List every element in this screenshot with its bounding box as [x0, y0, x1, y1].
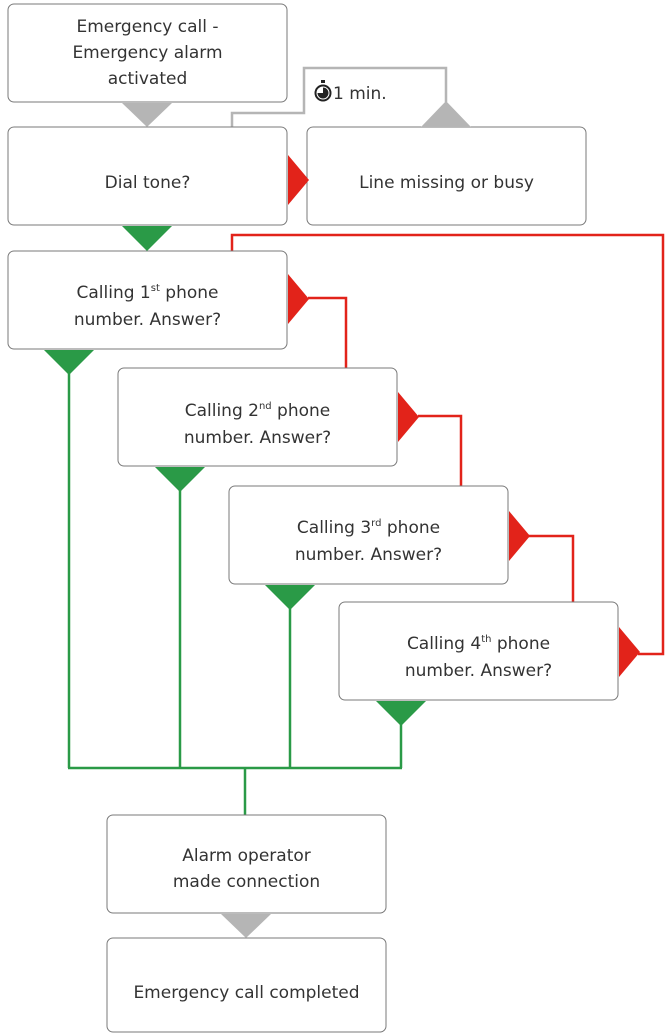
- arrow-call-2-answer: [155, 467, 205, 492]
- arrow-dialtone-no: [288, 155, 309, 205]
- node-calling-3: Calling 3rd phone number. Answer?: [228, 485, 509, 585]
- node-emergency-call: Emergency call - Emergency alarm activat…: [7, 3, 288, 103]
- node-calling-4-line-1: Calling 4th phone: [407, 634, 550, 654]
- retry-all-line: [230, 233, 665, 656]
- node-alarm-operator-line-2: made connection: [173, 872, 320, 892]
- node-alarm-operator-line-1: Alarm operator: [182, 846, 311, 866]
- node-call-completed-label: Emergency call completed: [133, 983, 359, 1003]
- arrow-dialtone-yes: [122, 226, 172, 251]
- arrow-retry-to-line-missing: [421, 101, 471, 127]
- node-alarm-operator: Alarm operator made connection: [106, 814, 387, 914]
- node-calling-2: Calling 2nd phone number. Answer?: [117, 367, 398, 467]
- node-emergency-call-line-2: Emergency alarm: [72, 43, 222, 63]
- no-answer-line-1: [308, 296, 348, 368]
- node-call-completed: Emergency call completed: [106, 937, 387, 1033]
- retry-loop-line: [230, 66, 448, 128]
- no-answer-line-3: [528, 534, 575, 602]
- timer-label: 1 min.: [333, 84, 387, 104]
- node-dial-tone: Dial tone?: [7, 126, 288, 226]
- arrow-operator-to-completed: [221, 914, 271, 938]
- arrow-call-1-no-answer: [288, 274, 309, 324]
- node-calling-2-line-2: number. Answer?: [184, 428, 331, 448]
- node-calling-1-line-1: Calling 1st phone: [77, 283, 219, 303]
- node-calling-4-line-2: number. Answer?: [405, 661, 552, 681]
- stopwatch-icon: [314, 80, 332, 102]
- timer-label-group: 1 min.: [314, 80, 387, 104]
- arrow-call-4-answer: [376, 701, 426, 726]
- node-calling-2-line-1: Calling 2nd phone: [185, 401, 331, 421]
- node-calling-4: Calling 4th phone number. Answer?: [338, 601, 619, 701]
- node-calling-1: Calling 1st phone number. Answer?: [7, 250, 288, 350]
- node-emergency-call-line-1: Emergency call -: [76, 17, 218, 37]
- no-answer-line-2: [418, 414, 463, 486]
- arrow-call-1-answer: [44, 350, 94, 375]
- arrow-call-2-no-answer: [398, 392, 419, 442]
- node-line-missing-label: Line missing or busy: [359, 173, 534, 193]
- node-calling-3-line-1: Calling 3rd phone: [297, 518, 440, 538]
- arrow-emergency-to-dialtone: [122, 103, 172, 127]
- arrow-call-4-no-answer: [619, 627, 640, 677]
- node-calling-3-line-2: number. Answer?: [295, 545, 442, 565]
- node-emergency-call-line-3: activated: [108, 69, 188, 89]
- node-line-missing: Line missing or busy: [306, 126, 587, 226]
- arrow-call-3-no-answer: [509, 511, 530, 561]
- node-dial-tone-label: Dial tone?: [105, 173, 191, 193]
- arrow-call-3-answer: [265, 585, 315, 610]
- node-calling-1-line-2: number. Answer?: [74, 310, 221, 330]
